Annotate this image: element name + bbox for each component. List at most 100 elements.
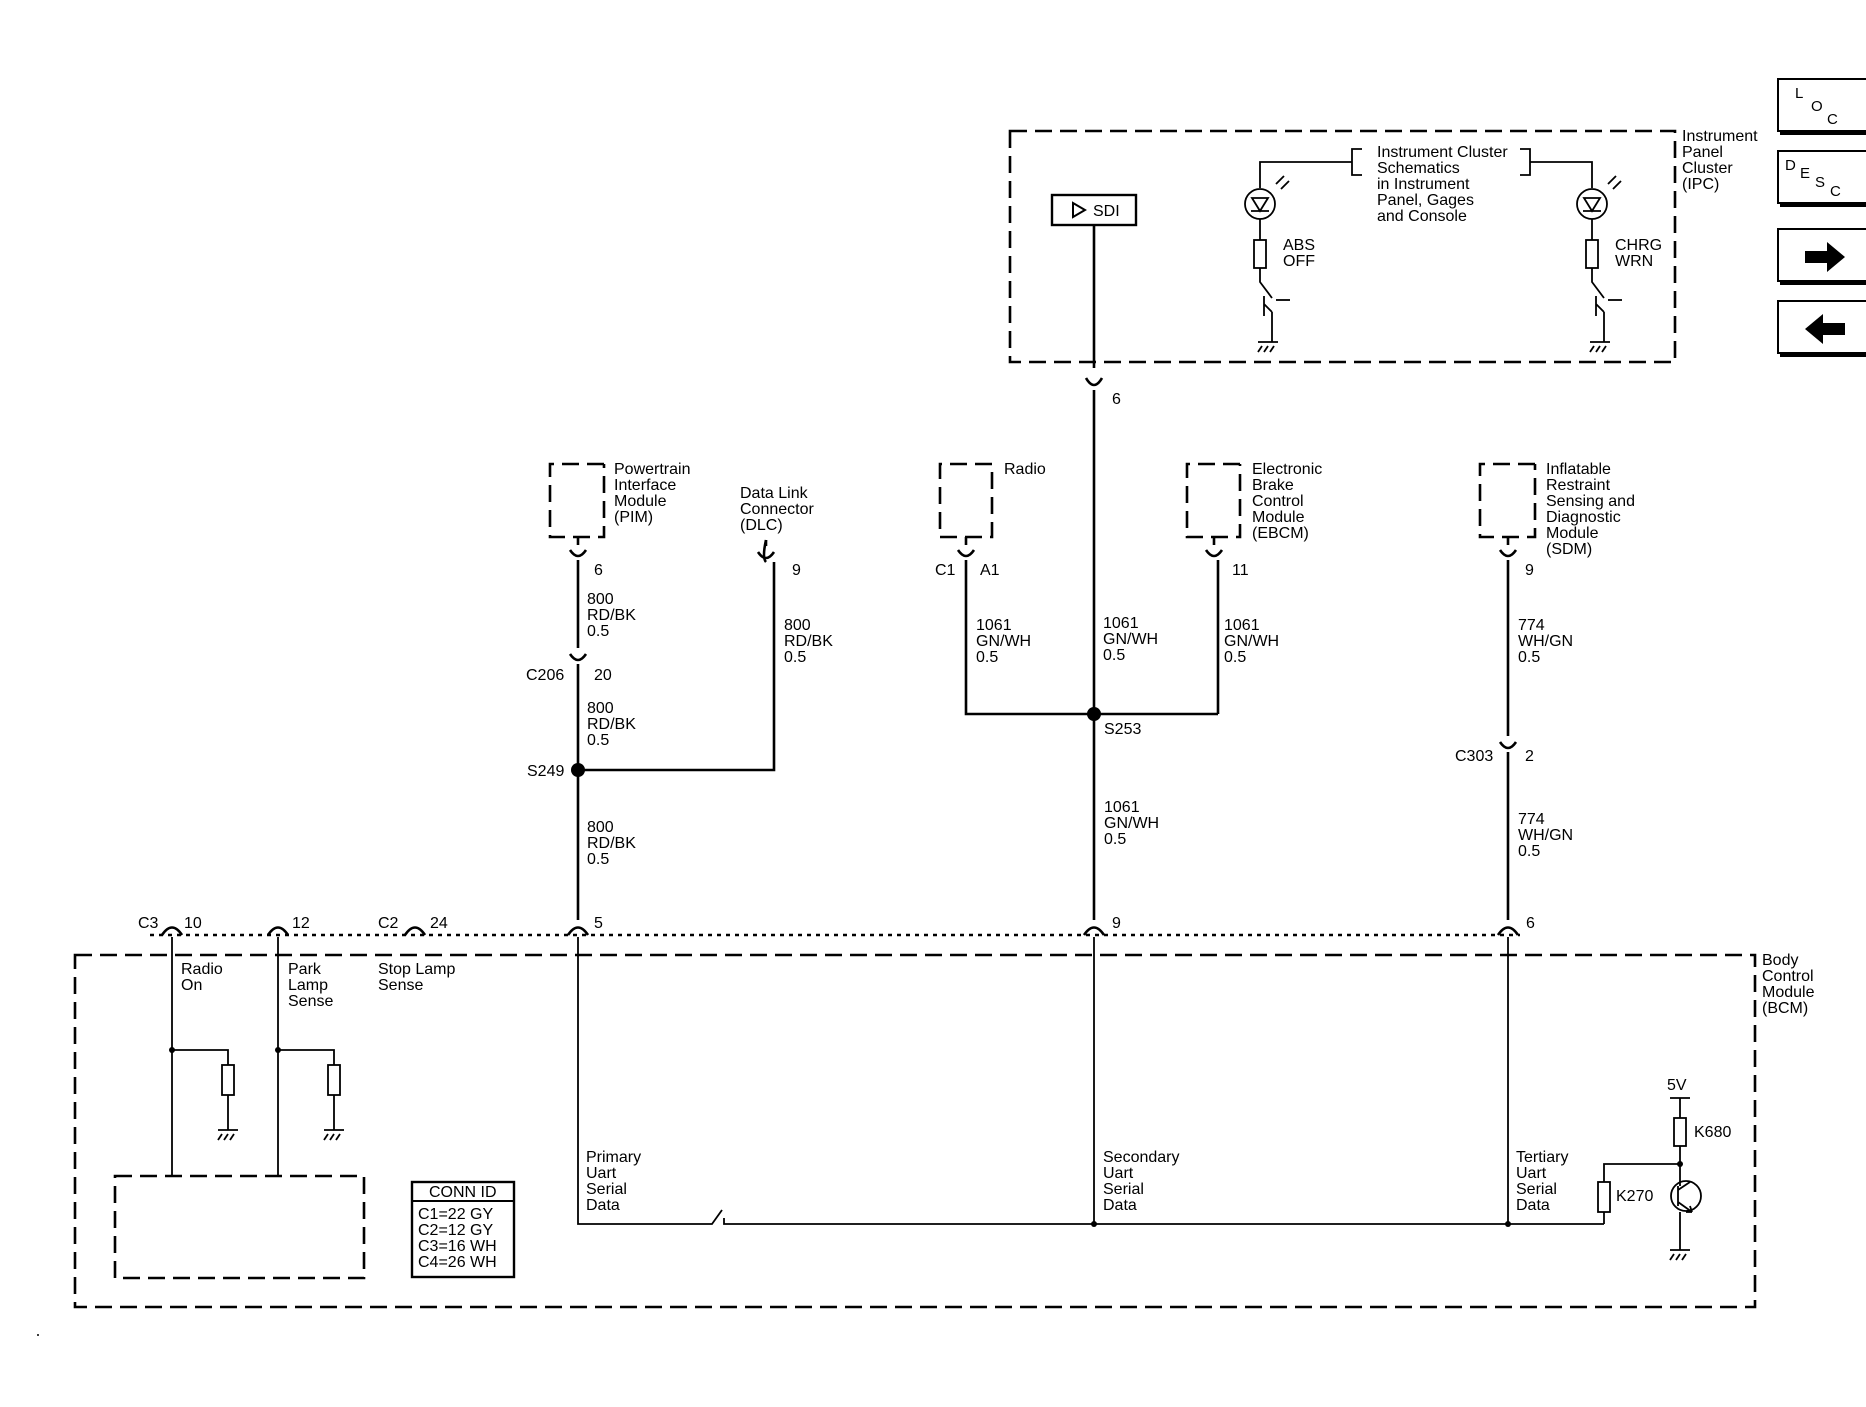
bcm-label-line-1: Body [1762, 952, 1798, 969]
ipc-label-line-1: Instrument [1682, 128, 1758, 145]
primary-label-4: Data [586, 1197, 620, 1214]
ipc-ref-line-4: Panel, Gages [1377, 192, 1474, 209]
radio-on-label-2: On [181, 977, 202, 994]
s253-label: S253 [1104, 721, 1141, 738]
bcm-sec-wire-1: 1061 [1104, 799, 1140, 816]
bcm-pin-6: 6 [1526, 915, 1535, 932]
pim-label-line-4: (PIM) [614, 509, 653, 526]
ebcm-wire-3: 0.5 [1224, 649, 1246, 666]
park-lamp-resistor-icon [327, 1064, 341, 1096]
ebcm-label-line-2: Brake [1252, 477, 1294, 494]
conn-id-row-2: C2=12 GY [418, 1222, 493, 1239]
primary-label-3: Serial [586, 1181, 627, 1198]
pim-wire-bot-2: RD/BK [587, 835, 636, 852]
ebcm-wire-2: GN/WH [1224, 633, 1279, 650]
abs-off-lamp-circuit: ABS OFF [1244, 161, 1352, 353]
bcm-c2-pin-24: 24 [430, 915, 448, 932]
desc-letter-d: D [1785, 157, 1796, 174]
pim-wire-top-1: 800 [587, 591, 614, 608]
dlc-label-line-1: Data Link [740, 485, 809, 502]
desc-button[interactable]: D E S C [1777, 150, 1866, 204]
ipc-module: Instrument Panel Cluster (IPC) SDI Instr… [1008, 128, 1758, 364]
arrow-right-icon [1805, 242, 1845, 272]
sdi-triangle-icon [1072, 201, 1087, 219]
bcm-c3-pin-10: 10 [184, 915, 202, 932]
pim-module: Powertrain Interface Module (PIM) 6 800 … [526, 461, 690, 920]
bcm-c2-pin-24-icon [403, 926, 427, 936]
bcm-internal-box [113, 1174, 366, 1280]
radio-conn-c1: C1 [935, 562, 956, 579]
secondary-label-3: Serial [1103, 1181, 1144, 1198]
secondary-bus: S253 1061 GN/WH 0.5 [1087, 707, 1159, 920]
pim-wire-bot-1: 800 [587, 819, 614, 836]
conn-id-row-1: C1=22 GY [418, 1206, 493, 1223]
sdm-wire-top-1: 774 [1518, 617, 1545, 634]
bcm-label-line-4: (BCM) [1762, 1000, 1808, 1017]
conn-id-title: CONN ID [429, 1184, 497, 1201]
sdm-label-line-6: (SDM) [1546, 541, 1592, 558]
bcm-pin-5-icon [566, 926, 590, 936]
bcm-c3-pin-12: 12 [292, 915, 310, 932]
bcm-pin-9: 9 [1112, 915, 1121, 932]
radio-on-resistor-icon [221, 1064, 235, 1096]
abs-resistor-icon [1253, 239, 1267, 269]
bcm-sec-wire-2: GN/WH [1104, 815, 1159, 832]
ebcm-label-line-4: Module [1252, 509, 1305, 526]
v5-label: 5V [1667, 1077, 1687, 1094]
secondary-label-2: Uart [1103, 1165, 1134, 1182]
desc-letter-s: S [1815, 174, 1826, 191]
k680-label: K680 [1694, 1124, 1731, 1141]
secondary-label-4: Data [1103, 1197, 1137, 1214]
ebcm-module: Electronic Brake Control Module (EBCM) 1… [1185, 461, 1322, 714]
pim-pin-6: 6 [594, 562, 603, 579]
conn-id-row-4: C4=26 WH [418, 1254, 497, 1271]
ebcm-label-line-3: Control [1252, 493, 1304, 510]
c206-label: C206 [526, 667, 564, 684]
chrg-label-line-2: WRN [1615, 253, 1653, 270]
primary-label-1: Primary [586, 1149, 641, 1166]
radio-on-label-1: Radio [181, 961, 223, 978]
prev-button[interactable] [1777, 300, 1866, 354]
sdm-wire-bot-2: WH/GN [1518, 827, 1573, 844]
tertiary-label-1: Tertiary [1516, 1149, 1568, 1166]
next-button[interactable] [1777, 228, 1866, 282]
radio-wire-2: GN/WH [976, 633, 1031, 650]
ipc-ref-line-1: Instrument Cluster [1377, 144, 1508, 161]
loc-button[interactable]: L O C [1777, 78, 1866, 132]
bcm-c3-pin-12-icon [266, 926, 290, 936]
ebcm-pin-11: 11 [1232, 562, 1249, 579]
ipc-label-line-4: (IPC) [1682, 176, 1719, 193]
k680-resistor-icon [1673, 1117, 1687, 1147]
c303-label: C303 [1455, 748, 1493, 765]
ipc-ref-line-3: in Instrument [1377, 176, 1470, 193]
sdm-module: Inflatable Restraint Sensing and Diagnos… [1455, 461, 1635, 920]
park-lamp-label-1: Park [288, 961, 322, 978]
loc-letter-c: C [1827, 111, 1838, 128]
k270-resistor-icon [1597, 1181, 1611, 1213]
chrg-lamp-icon [1576, 188, 1608, 220]
dlc-wire-2: RD/BK [784, 633, 833, 650]
pim-wire-mid-3: 0.5 [587, 732, 609, 749]
ipc-pin-6: 6 [1112, 391, 1121, 408]
pim-wire-top-2: RD/BK [587, 607, 636, 624]
k270-label: K270 [1616, 1188, 1653, 1205]
desc-letter-e: E [1800, 165, 1811, 182]
tertiary-label-4: Data [1516, 1197, 1550, 1214]
bcm-connector-row: C3 10 12 C2 24 5 9 6 [138, 915, 1535, 937]
pim-wire-top-3: 0.5 [587, 623, 609, 640]
bcm-label-line-2: Control [1762, 968, 1814, 985]
pim-label-line-3: Module [614, 493, 667, 510]
arrow-left-icon [1805, 314, 1845, 344]
ipc-label-line-2: Panel [1682, 144, 1723, 161]
bcm-pin-9-icon [1082, 926, 1106, 936]
ipc-wire: 6 1061 GN/WH 0.5 [1084, 225, 1158, 714]
stop-lamp-label-1: Stop Lamp [378, 961, 455, 978]
sdm-label-line-3: Sensing and [1546, 493, 1635, 510]
ebcm-wire-1: 1061 [1224, 617, 1260, 634]
pim-wire-mid-2: RD/BK [587, 716, 636, 733]
sdm-wire-bot-3: 0.5 [1518, 843, 1540, 860]
bcm-c3-pin-10-icon [160, 926, 184, 936]
stop-lamp-label-2: Sense [378, 977, 423, 994]
radio-wire-3: 0.5 [976, 649, 998, 666]
